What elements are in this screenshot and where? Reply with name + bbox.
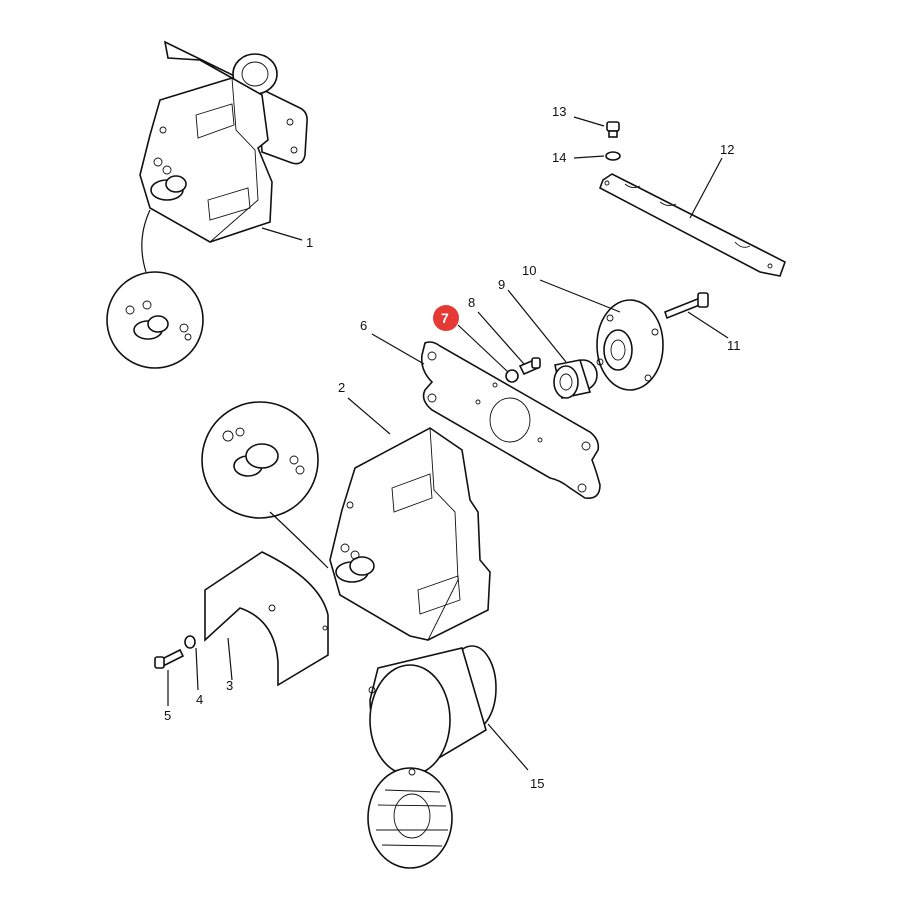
callout-15: 15 <box>530 776 544 791</box>
leader-9 <box>507 289 567 363</box>
callout-10: 10 <box>522 263 536 278</box>
leader-12 <box>689 157 723 219</box>
leader-4 <box>195 647 199 691</box>
leader-6 <box>371 333 425 365</box>
bolt-5 <box>154 648 185 669</box>
leader-3 <box>227 637 233 681</box>
guard-cover-3 <box>204 551 329 687</box>
detail-leader-1 <box>141 209 151 273</box>
callout-8: 8 <box>468 295 475 310</box>
callout-6: 6 <box>360 318 367 333</box>
callout-9: 9 <box>498 277 505 292</box>
callout-4: 4 <box>196 692 203 707</box>
callout-1: 1 <box>306 235 313 250</box>
callout-11: 11 <box>727 338 741 353</box>
leader-2 <box>347 397 391 435</box>
callout-14: 14 <box>552 150 566 165</box>
conical-shield-15 <box>368 645 497 776</box>
detail-circle-2 <box>201 401 319 519</box>
flange-10 <box>596 299 664 391</box>
callout-13: 13 <box>552 104 566 119</box>
leader-7 <box>457 324 509 373</box>
callout-7-highlight[interactable]: 7 <box>433 305 459 331</box>
callout-12: 12 <box>720 142 734 157</box>
callout-5: 5 <box>164 708 171 723</box>
gearbox-upper <box>139 40 308 243</box>
callout-7: 7 <box>441 310 449 326</box>
leader-14 <box>573 155 605 159</box>
bearing-9 <box>553 359 598 399</box>
callout-2: 2 <box>338 380 345 395</box>
detail-circle-1 <box>106 271 204 369</box>
highlight-badge <box>433 305 459 331</box>
screw-8 <box>518 357 541 376</box>
mounting-plate <box>420 341 601 500</box>
washer-7 <box>505 369 519 383</box>
gearbox-lower <box>329 427 491 641</box>
leader-1 <box>261 227 303 241</box>
callout-3: 3 <box>226 678 233 693</box>
grille-disc <box>367 767 453 869</box>
leader-15 <box>487 723 529 771</box>
bracket-strip <box>599 173 786 277</box>
washer-4 <box>184 635 196 649</box>
leader-13 <box>573 116 605 127</box>
leader-8 <box>477 311 525 365</box>
leader-11 <box>687 311 729 339</box>
bolt-11 <box>664 292 709 320</box>
leader-10 <box>539 279 621 313</box>
bolt-13 <box>606 121 620 138</box>
detail-leader-2 <box>269 511 329 569</box>
washer-14 <box>605 151 621 161</box>
